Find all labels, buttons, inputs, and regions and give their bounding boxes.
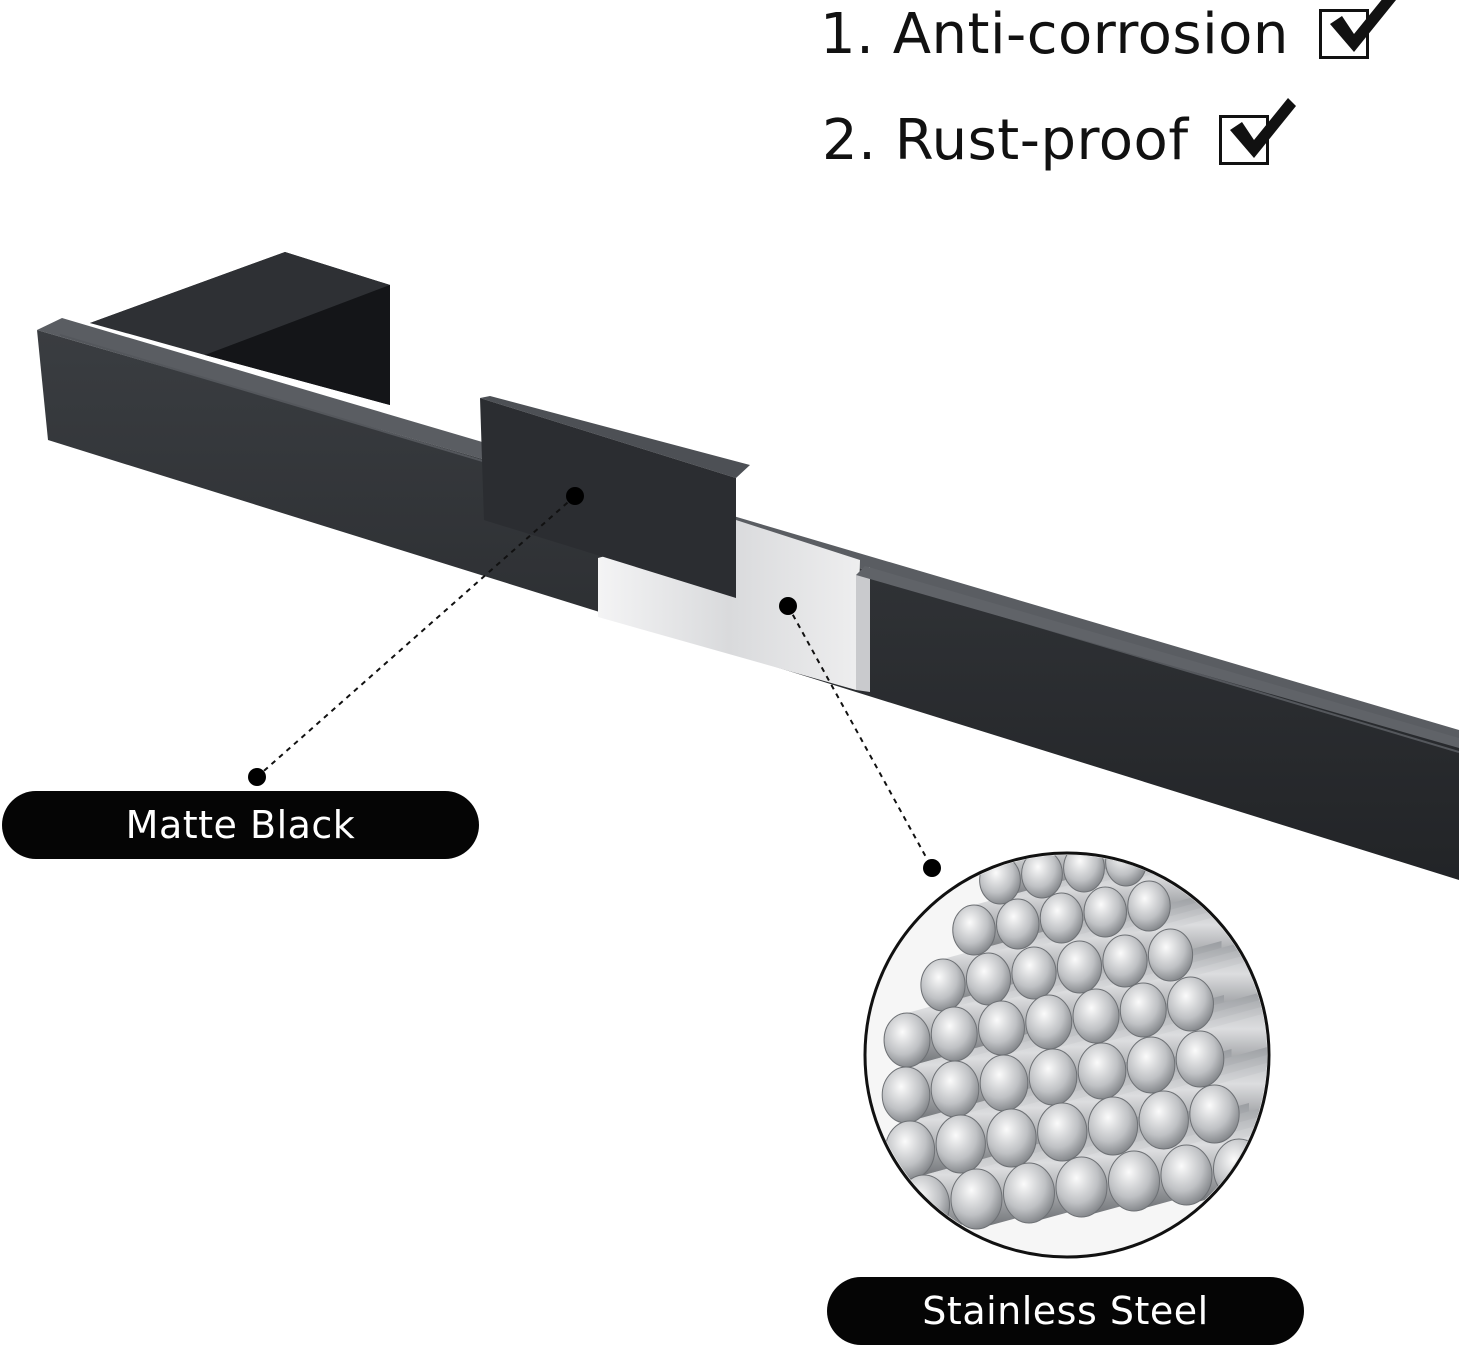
stainless-steel-label: Stainless Steel <box>827 1277 1304 1345</box>
dot-matte-label <box>248 768 266 786</box>
feature-rust-proof: 2. Rust-proof <box>822 98 1296 174</box>
rod-end <box>1072 988 1120 1044</box>
rod-end <box>996 898 1040 950</box>
dot-matte-point <box>566 487 584 505</box>
rod-end <box>1083 886 1127 938</box>
feature-label: 2. Rust-proof <box>822 107 1189 173</box>
feature-anti-corrosion: 1. Anti-corrosion <box>820 0 1396 68</box>
steel-rods-inset <box>863 851 1271 1259</box>
rod-end <box>978 1000 1025 1056</box>
rod-body <box>1239 1079 1267 1199</box>
rod-end <box>952 904 996 956</box>
rod-end <box>1011 946 1057 1000</box>
rod-end <box>1003 1162 1055 1224</box>
wall-mount-bracket <box>90 252 390 405</box>
rod-end <box>1119 982 1167 1038</box>
rod-end <box>935 1114 986 1174</box>
rod-end <box>1077 1042 1127 1100</box>
rod-end <box>920 958 966 1012</box>
checkmark-icon <box>1329 0 1396 52</box>
rod-end <box>986 1108 1037 1168</box>
rod-end <box>1147 928 1194 982</box>
rod-end <box>884 1120 936 1180</box>
matte-sleeve <box>480 396 750 598</box>
rod-end <box>1039 892 1084 944</box>
rod-end <box>881 1066 931 1124</box>
rod-end <box>1025 994 1073 1050</box>
rod-end <box>930 1006 978 1062</box>
rod-end <box>965 952 1012 1006</box>
rod-end <box>1087 1096 1139 1156</box>
rod-end <box>1127 880 1171 932</box>
matte-black-label: Matte Black <box>2 791 479 859</box>
dot-steel-point <box>779 597 797 615</box>
rod-end <box>1189 1084 1240 1144</box>
dot-steel-label <box>923 859 941 877</box>
rod-end <box>1167 976 1214 1032</box>
checkbox-anti-corrosion <box>1318 0 1396 59</box>
rod-end <box>979 1054 1029 1112</box>
rod-end <box>1055 1156 1108 1218</box>
rod-end <box>1175 1030 1225 1088</box>
rod-end <box>1160 1144 1213 1206</box>
rod-end <box>1126 1036 1176 1094</box>
rod-end <box>1028 1048 1078 1106</box>
checkmark-icon <box>1229 98 1296 158</box>
rod-end <box>1213 1138 1265 1200</box>
rod-end <box>883 1012 931 1068</box>
rod-end <box>1056 940 1103 994</box>
rod-end <box>1021 855 1063 899</box>
rod-end <box>1102 934 1148 988</box>
rod-end <box>1108 1150 1160 1212</box>
checkbox-rust-proof <box>1218 98 1296 165</box>
rod-end <box>1037 1102 1088 1162</box>
bar-segment-edge <box>856 566 1459 748</box>
rod-end <box>930 1060 980 1118</box>
leader-line-matte <box>256 495 576 778</box>
rod-end <box>1138 1090 1189 1150</box>
rod-end <box>950 1168 1003 1230</box>
rod-end <box>1063 855 1105 893</box>
rod-end <box>898 1174 950 1236</box>
feature-label: 1. Anti-corrosion <box>820 1 1289 67</box>
